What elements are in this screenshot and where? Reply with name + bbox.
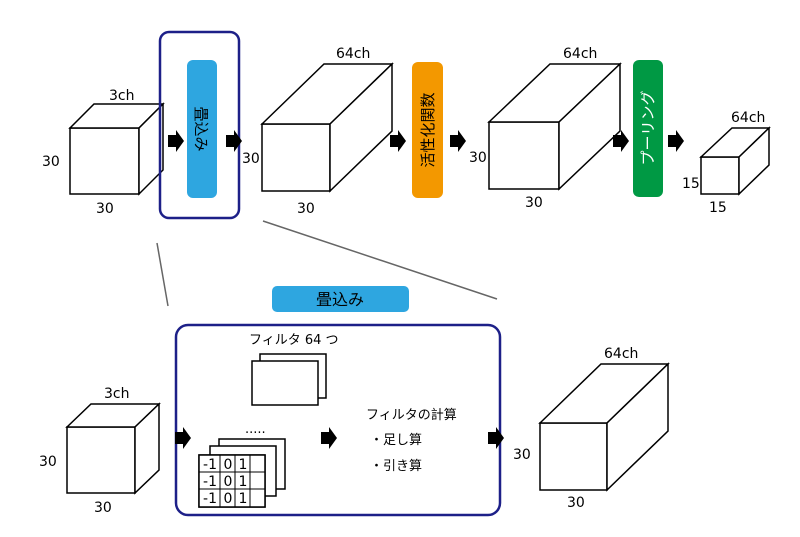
- zoom-line-left: [156, 242, 169, 307]
- top-input-height-label: 30: [42, 154, 60, 170]
- kernel-cell: -1: [203, 474, 217, 490]
- detail-input-height-label: 30: [39, 454, 57, 470]
- kernel-cell: -1: [203, 491, 217, 507]
- arrow-icon: [450, 130, 466, 152]
- pooling-block-label: プーリング: [639, 90, 657, 165]
- kernel-cell: -1: [203, 457, 217, 473]
- detail-output-width-label: 30: [567, 495, 585, 511]
- filters-count-label: フィルタ 64 つ: [249, 333, 339, 348]
- detail-frame: [174, 323, 502, 517]
- pooling-output-channels-label: 64ch: [731, 110, 765, 126]
- detail-output-height-label: 30: [513, 447, 531, 463]
- conv-output-width-label: 30: [297, 201, 315, 217]
- conv-block: [187, 60, 217, 198]
- activation-block: [412, 62, 443, 198]
- filters-ellipsis: .....: [245, 422, 266, 437]
- kernel-cell: 1: [239, 457, 248, 473]
- detail-title-banner: [272, 286, 409, 312]
- pooling-output-width-label: 15: [709, 200, 727, 216]
- conv-block-label: 畳込み: [192, 106, 210, 151]
- activation-block-label: 活性化関数: [419, 92, 437, 167]
- arrow-icon: [226, 130, 242, 152]
- arrow-icon: [175, 427, 191, 449]
- kernel-cell: 0: [224, 457, 233, 473]
- arrow-icon: [168, 130, 184, 152]
- kernel-cell: 0: [224, 474, 233, 490]
- activation-output-height-label: 30: [469, 150, 487, 166]
- detail-title: 畳込み: [316, 290, 364, 309]
- top-input-cube: [68, 102, 165, 196]
- top-input-width-label: 30: [96, 201, 114, 217]
- activation-output-cube: [487, 62, 622, 191]
- pooling-block: [633, 60, 663, 197]
- kernel-cell: 0: [224, 491, 233, 507]
- arrow-icon: [668, 130, 684, 152]
- conv-highlight-frame: [158, 30, 241, 220]
- detail-input-cube: [65, 402, 161, 495]
- conv-output-channels-label: 64ch: [336, 46, 370, 62]
- detail-input-channels-label: 3ch: [104, 386, 129, 402]
- calc-item-subtract: ・引き算: [370, 459, 422, 474]
- filter-stack-upper: [251, 353, 327, 406]
- activation-output-width-label: 30: [525, 195, 543, 211]
- arrow-icon: [390, 130, 406, 152]
- calc-item-add: ・足し算: [370, 433, 422, 448]
- top-input-channels-label: 3ch: [109, 88, 134, 104]
- arrow-icon: [321, 427, 337, 449]
- calc-title: フィルタの計算: [366, 407, 457, 423]
- detail-input-width-label: 30: [94, 500, 112, 516]
- arrow-icon: [613, 130, 629, 152]
- conv-output-height-label: 30: [242, 151, 260, 167]
- detail-output-channels-label: 64ch: [604, 346, 638, 362]
- activation-output-channels-label: 64ch: [563, 46, 597, 62]
- kernel-matrix: -1 0 1 -1 0 1 -1 0 1: [198, 454, 266, 508]
- conv-output-cube: [260, 62, 394, 193]
- kernel-cell: 1: [239, 491, 248, 507]
- pooling-output-height-label: 15: [682, 176, 700, 192]
- arrow-icon: [488, 427, 504, 449]
- pooling-output-cube: [699, 126, 771, 196]
- kernel-cell: 1: [239, 474, 248, 490]
- zoom-line-right: [262, 220, 498, 300]
- detail-output-cube: [538, 362, 670, 492]
